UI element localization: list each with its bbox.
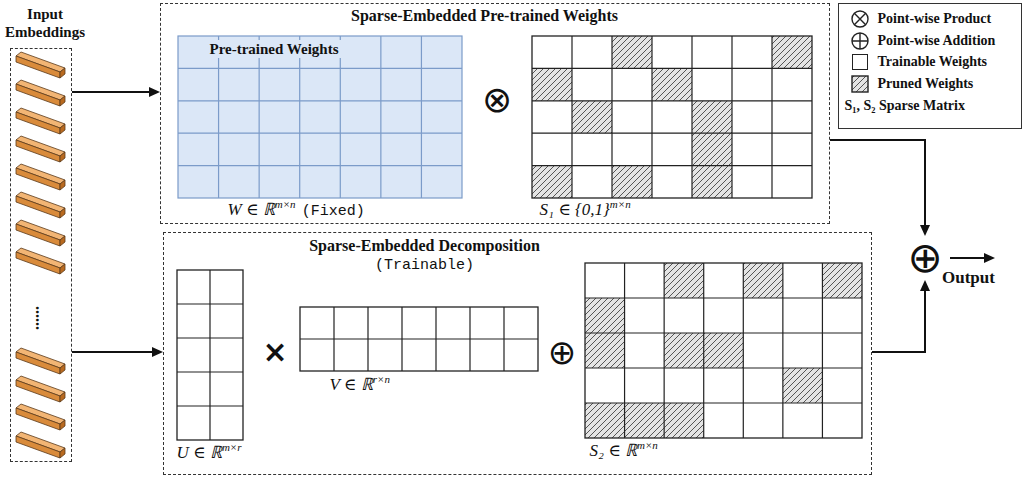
- legend-text: Point-wise Product: [878, 10, 992, 28]
- matrix-symbol: V ∈ ℝ: [330, 375, 373, 394]
- group-title: Sparse-Embedded Pre-trained Weights: [351, 7, 618, 25]
- legend-text: S₁, S₂ Sparse Matrix: [845, 97, 965, 115]
- matrix-symbol: U ∈ ℝ: [177, 443, 222, 462]
- matrix-grid: U ∈ ℝm×r: [177, 270, 243, 440]
- matrix-symbol: W ∈ ℝ: [228, 200, 275, 219]
- addition-node: ⊕: [903, 236, 947, 280]
- addition-symbol: ⊕: [903, 236, 947, 280]
- matrix-dimension: r×n: [373, 373, 390, 385]
- s2-grid: [585, 263, 862, 438]
- connector-line: [830, 140, 925, 227]
- legend-box: Point-wise ProductPoint-wise AdditionTra…: [838, 3, 1022, 129]
- matrix-caption: W ∈ ℝm×n (Fixed): [228, 200, 365, 222]
- matrix-grid: S₁ ∈ {0,1}m×n: [532, 36, 812, 198]
- matrix-caption: S₂ ∈ ℝm×n: [590, 441, 658, 462]
- v-grid: [300, 307, 538, 371]
- w-grid: [178, 36, 462, 198]
- legend-text: Pruned Weights: [878, 75, 974, 93]
- connector-line: [872, 289, 925, 352]
- u-grid: [177, 270, 243, 440]
- addition-operator: ⊕: [548, 335, 577, 369]
- output-label: Output: [942, 268, 995, 288]
- matrix-caption: V ∈ ℝr×n: [330, 375, 390, 396]
- matrix-caption: S₁ ∈ {0,1}m×n: [540, 200, 631, 221]
- arrowhead: [152, 347, 163, 357]
- matrix-grid: V ∈ ℝr×n: [300, 307, 538, 371]
- legend-text: Point-wise Addition: [878, 32, 996, 50]
- matrix-note: (Fixed): [302, 203, 365, 220]
- group-title: Sparse-Embedded Decomposition: [309, 237, 540, 255]
- legend-text: Trainable Weights: [878, 53, 988, 71]
- matrix-symbol: S₁ ∈ {0,1}: [540, 200, 610, 219]
- matrix-grid: S₂ ∈ ℝm×n: [585, 263, 862, 438]
- matrix-dimension: m×n: [275, 198, 296, 210]
- legend-symbols: [852, 11, 868, 92]
- arrowhead: [920, 225, 930, 236]
- product-operator: ⊗: [482, 82, 512, 118]
- group-heading: Input Embeddings: [5, 5, 85, 41]
- connector-line: [72, 91, 151, 93]
- connector-arrow: [830, 140, 930, 236]
- dashed-group-box: Input Embeddings: [10, 48, 72, 462]
- arrowhead: [920, 280, 930, 291]
- matrix-title: Pre-trained Weights: [208, 40, 341, 58]
- output-arrow: [950, 253, 995, 263]
- ellipsis: ......: [33, 306, 49, 330]
- connector-arrow: [72, 347, 163, 357]
- matrix-dimension: m×n: [610, 198, 631, 210]
- group-subtitle: (Trainable): [375, 257, 474, 275]
- matrix-grid: Pre-trained WeightsW ∈ ℝm×n(Fixed): [178, 36, 462, 198]
- matrix-dimension: m×n: [637, 439, 658, 451]
- matrix-dimension: m×r: [222, 441, 242, 453]
- connector-arrow: [72, 87, 160, 97]
- matrix-caption: U ∈ ℝm×r: [177, 443, 242, 464]
- matrix-symbol: S₂ ∈ ℝ: [590, 441, 638, 460]
- embedding-bars: [16, 52, 65, 458]
- multiply-operator: ×: [262, 337, 287, 367]
- s1-grid: [532, 36, 812, 198]
- connector-arrow: [872, 280, 930, 352]
- legend-swatch: [852, 54, 868, 70]
- connector-line: [72, 351, 154, 353]
- arrowhead: [149, 87, 160, 97]
